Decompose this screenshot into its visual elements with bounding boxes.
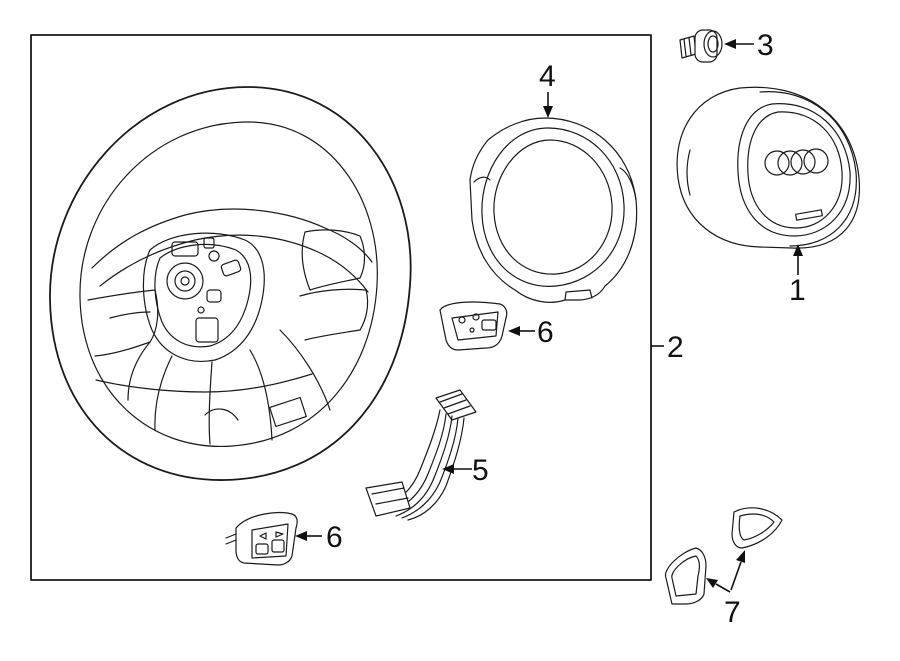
switch-panel-icon <box>439 301 508 351</box>
callout-2: 2 <box>667 331 684 364</box>
callout-6-upper: 6 <box>537 316 554 349</box>
callout-3: 3 <box>757 29 774 62</box>
callout-6-lower: 6 <box>326 521 343 554</box>
callout-7: 7 <box>724 596 741 629</box>
callout-4: 4 <box>539 60 556 93</box>
airbag-module-icon <box>676 86 860 249</box>
switch-panel-icon <box>225 511 298 566</box>
callout-5: 5 <box>472 454 489 487</box>
bolt-icon <box>679 29 723 63</box>
wire-harness-icon <box>365 389 477 521</box>
steering-wheel-icon <box>49 86 412 481</box>
trim-cover-icon <box>664 547 707 605</box>
callout-1: 1 <box>789 274 806 307</box>
trim-cover-icon <box>731 507 783 549</box>
assembly-box <box>30 34 652 581</box>
trim-ring-icon <box>469 117 638 303</box>
